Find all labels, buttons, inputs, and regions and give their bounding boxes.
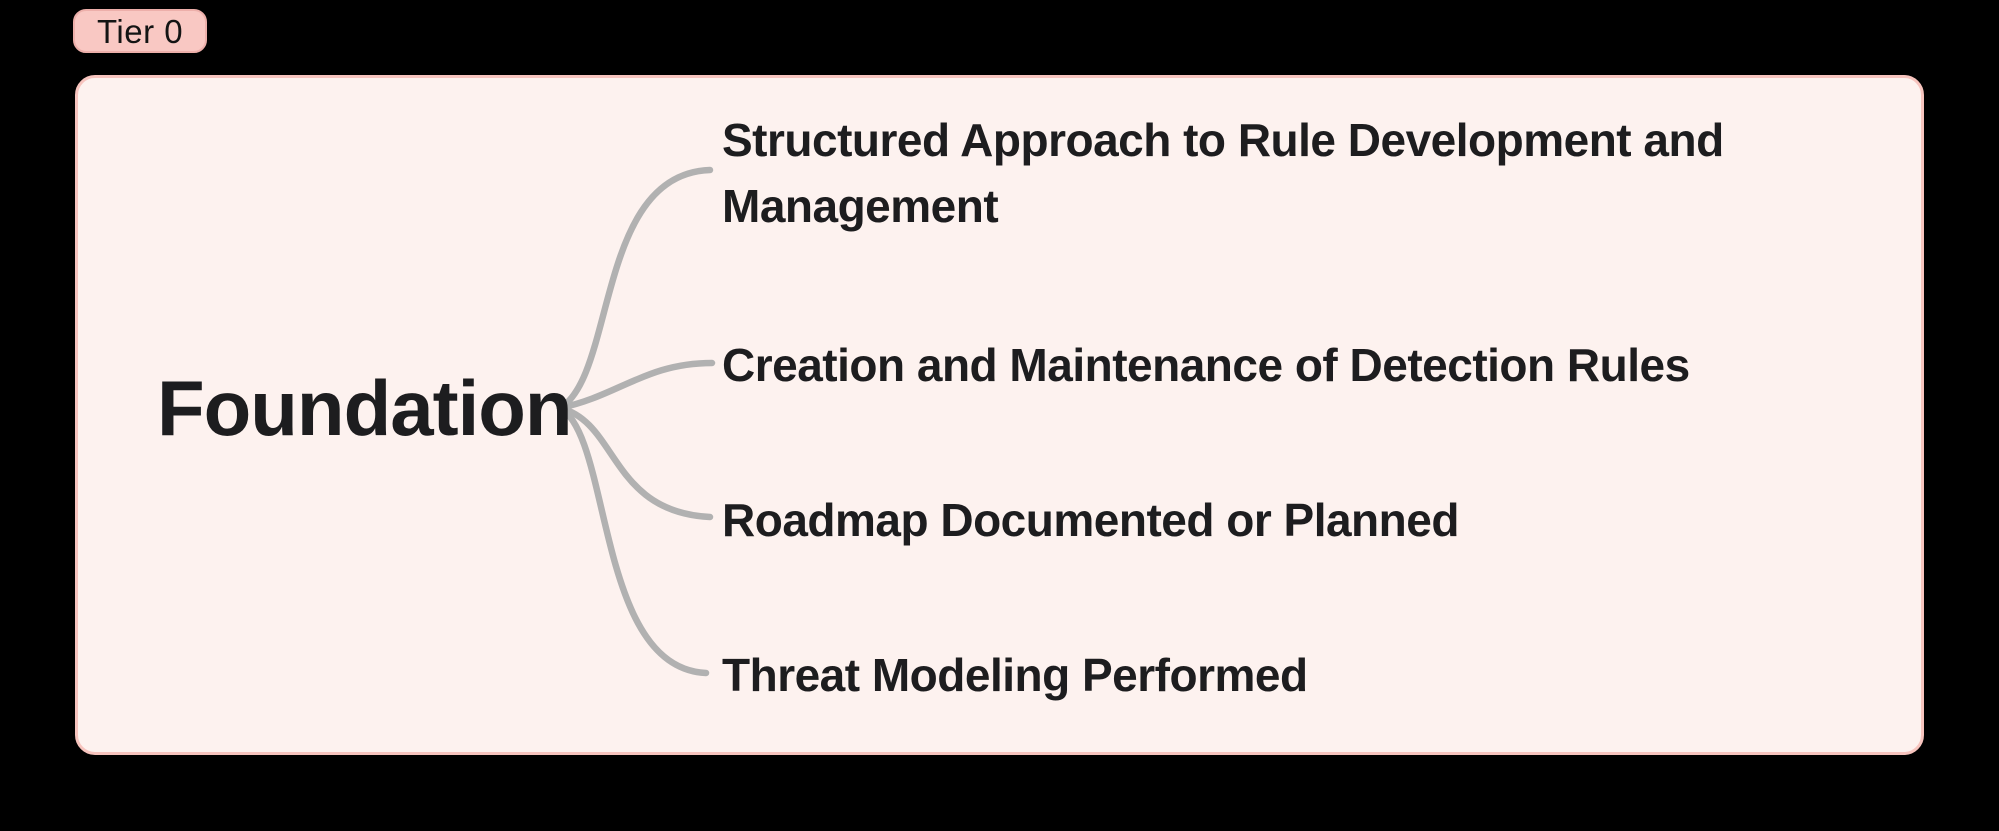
root-node-foundation[interactable]: Foundation (157, 364, 573, 452)
branch-node-roadmap[interactable]: Roadmap Documented or Planned (722, 494, 1459, 546)
tier-badge: Tier 0 (73, 9, 208, 53)
tier-panel (75, 75, 1924, 755)
tier-badge-label: Tier 0 (97, 13, 184, 50)
branch-node-creation-maintenance[interactable]: Creation and Maintenance of Detection Ru… (722, 339, 1690, 391)
branch-node-threat-modeling[interactable]: Threat Modeling Performed (722, 649, 1308, 701)
branch-node-structured-approach[interactable]: Structured Approach to Rule Development … (722, 114, 1724, 232)
